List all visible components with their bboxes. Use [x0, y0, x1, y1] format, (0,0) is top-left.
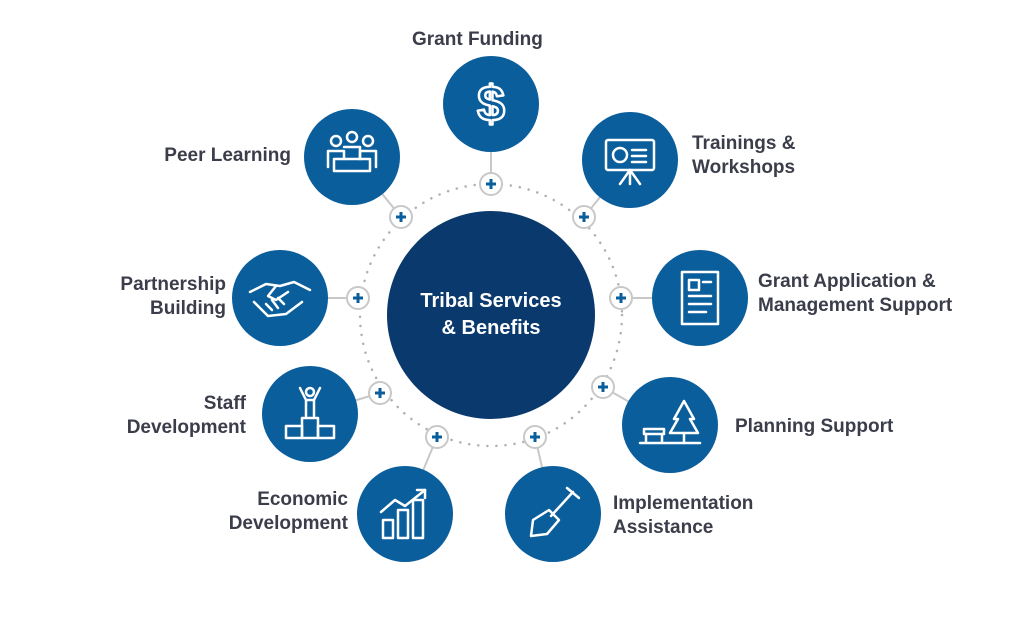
plus-button[interactable]: [572, 205, 596, 229]
node-circle-grant-funding: [443, 56, 539, 152]
park-icon: [638, 399, 702, 445]
presentation-icon: [604, 138, 656, 186]
document-icon: [680, 270, 720, 326]
plus-button[interactable]: [479, 172, 503, 196]
plus-button[interactable]: [389, 205, 413, 229]
center-title: Tribal Services & Benefits: [420, 290, 562, 339]
handshake-icon: [248, 280, 312, 318]
label-grant-application: Grant Application & Management Support: [758, 271, 953, 316]
plus-button[interactable]: [425, 425, 449, 449]
plus-button[interactable]: [609, 286, 633, 310]
svg-text:$: $: [477, 76, 505, 132]
plus-icon: [353, 293, 363, 303]
plus-icon: [530, 432, 540, 442]
plus-icon: [486, 179, 496, 189]
shovel-icon: [529, 486, 581, 538]
plus-icon: [375, 388, 385, 398]
node-circle-peer-learning: [304, 109, 400, 205]
plus-icon: [598, 382, 608, 392]
plus-button[interactable]: [346, 286, 370, 310]
dotted-ring: [358, 182, 624, 448]
label-partnership-building: Partnership Building: [120, 274, 226, 319]
label-peer-learning: Peer Learning: [164, 145, 291, 166]
plus-button[interactable]: [591, 375, 615, 399]
label-planning-support: Planning Support: [735, 416, 894, 437]
node-circle-grant-application-management-support: [652, 250, 748, 346]
plus-icon: [579, 212, 589, 222]
label-trainings: Trainings & Workshops: [692, 133, 796, 178]
node-circle-planning-support: [622, 377, 718, 473]
plus-button[interactable]: [368, 381, 392, 405]
bar-chart-icon: [379, 488, 427, 540]
dollar-icon: $: [476, 75, 507, 134]
label-implementation: Implementation Assistance: [613, 493, 754, 538]
label-economic-development: Economic Development: [228, 489, 348, 534]
node-circle-staff-development: [262, 366, 358, 462]
podium-icon: [284, 386, 336, 440]
plus-icon: [396, 212, 406, 222]
plus-button[interactable]: [523, 425, 547, 449]
node-circle-trainings-workshops: [582, 112, 678, 208]
plus-icon: [616, 293, 626, 303]
plus-icon: [432, 432, 442, 442]
center-circle: [387, 211, 595, 419]
meeting-icon: [326, 130, 378, 173]
label-staff-development: Staff Development: [126, 393, 246, 438]
label-grant-funding: Grant Funding: [412, 29, 543, 50]
node-circle-economic-development: [357, 466, 453, 562]
